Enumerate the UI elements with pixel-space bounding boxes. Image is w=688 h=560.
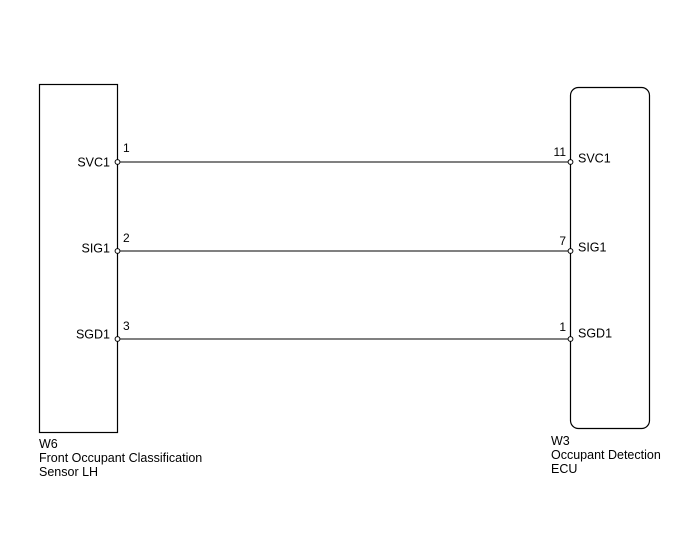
wire-sig1: SIG1 2 7 SIG1 xyxy=(82,231,607,255)
left-terminal xyxy=(114,248,121,254)
left-component-name-line2: Sensor LH xyxy=(39,465,99,479)
left-terminal xyxy=(114,336,121,342)
left-pin-number: 2 xyxy=(123,231,130,245)
right-component-name-line1: Occupant Detection xyxy=(551,448,661,462)
right-terminal xyxy=(567,336,574,342)
right-terminal xyxy=(567,159,574,165)
right-pin-number: 1 xyxy=(559,320,566,334)
right-component-box xyxy=(569,86,651,430)
right-component-caption: W3 Occupant Detection ECU xyxy=(551,434,661,476)
left-signal-label: SIG1 xyxy=(82,241,111,255)
left-terminal xyxy=(114,159,121,165)
left-component-name-line1: Front Occupant Classification xyxy=(39,451,203,465)
right-signal-label: SIG1 xyxy=(578,240,607,254)
right-signal-label: SGD1 xyxy=(578,326,612,340)
left-pin-number: 3 xyxy=(123,319,130,333)
right-component-code: W3 xyxy=(551,434,570,448)
left-signal-label: SVC1 xyxy=(77,155,110,169)
left-component-caption: W6 Front Occupant Classification Sensor … xyxy=(39,437,202,479)
right-pin-number: 7 xyxy=(559,234,566,248)
right-component-name-line2: ECU xyxy=(551,462,578,476)
right-pin-number: 11 xyxy=(554,145,567,159)
right-signal-label: SVC1 xyxy=(578,151,611,165)
left-signal-label: SGD1 xyxy=(76,327,110,341)
wire-sgd1: SGD1 3 1 SGD1 xyxy=(76,319,612,342)
left-component-code: W6 xyxy=(39,437,58,451)
right-terminal xyxy=(567,248,574,254)
left-component-box xyxy=(38,83,119,434)
left-pin-number: 1 xyxy=(123,141,130,155)
wire-svc1: SVC1 1 11 SVC1 xyxy=(77,141,610,169)
